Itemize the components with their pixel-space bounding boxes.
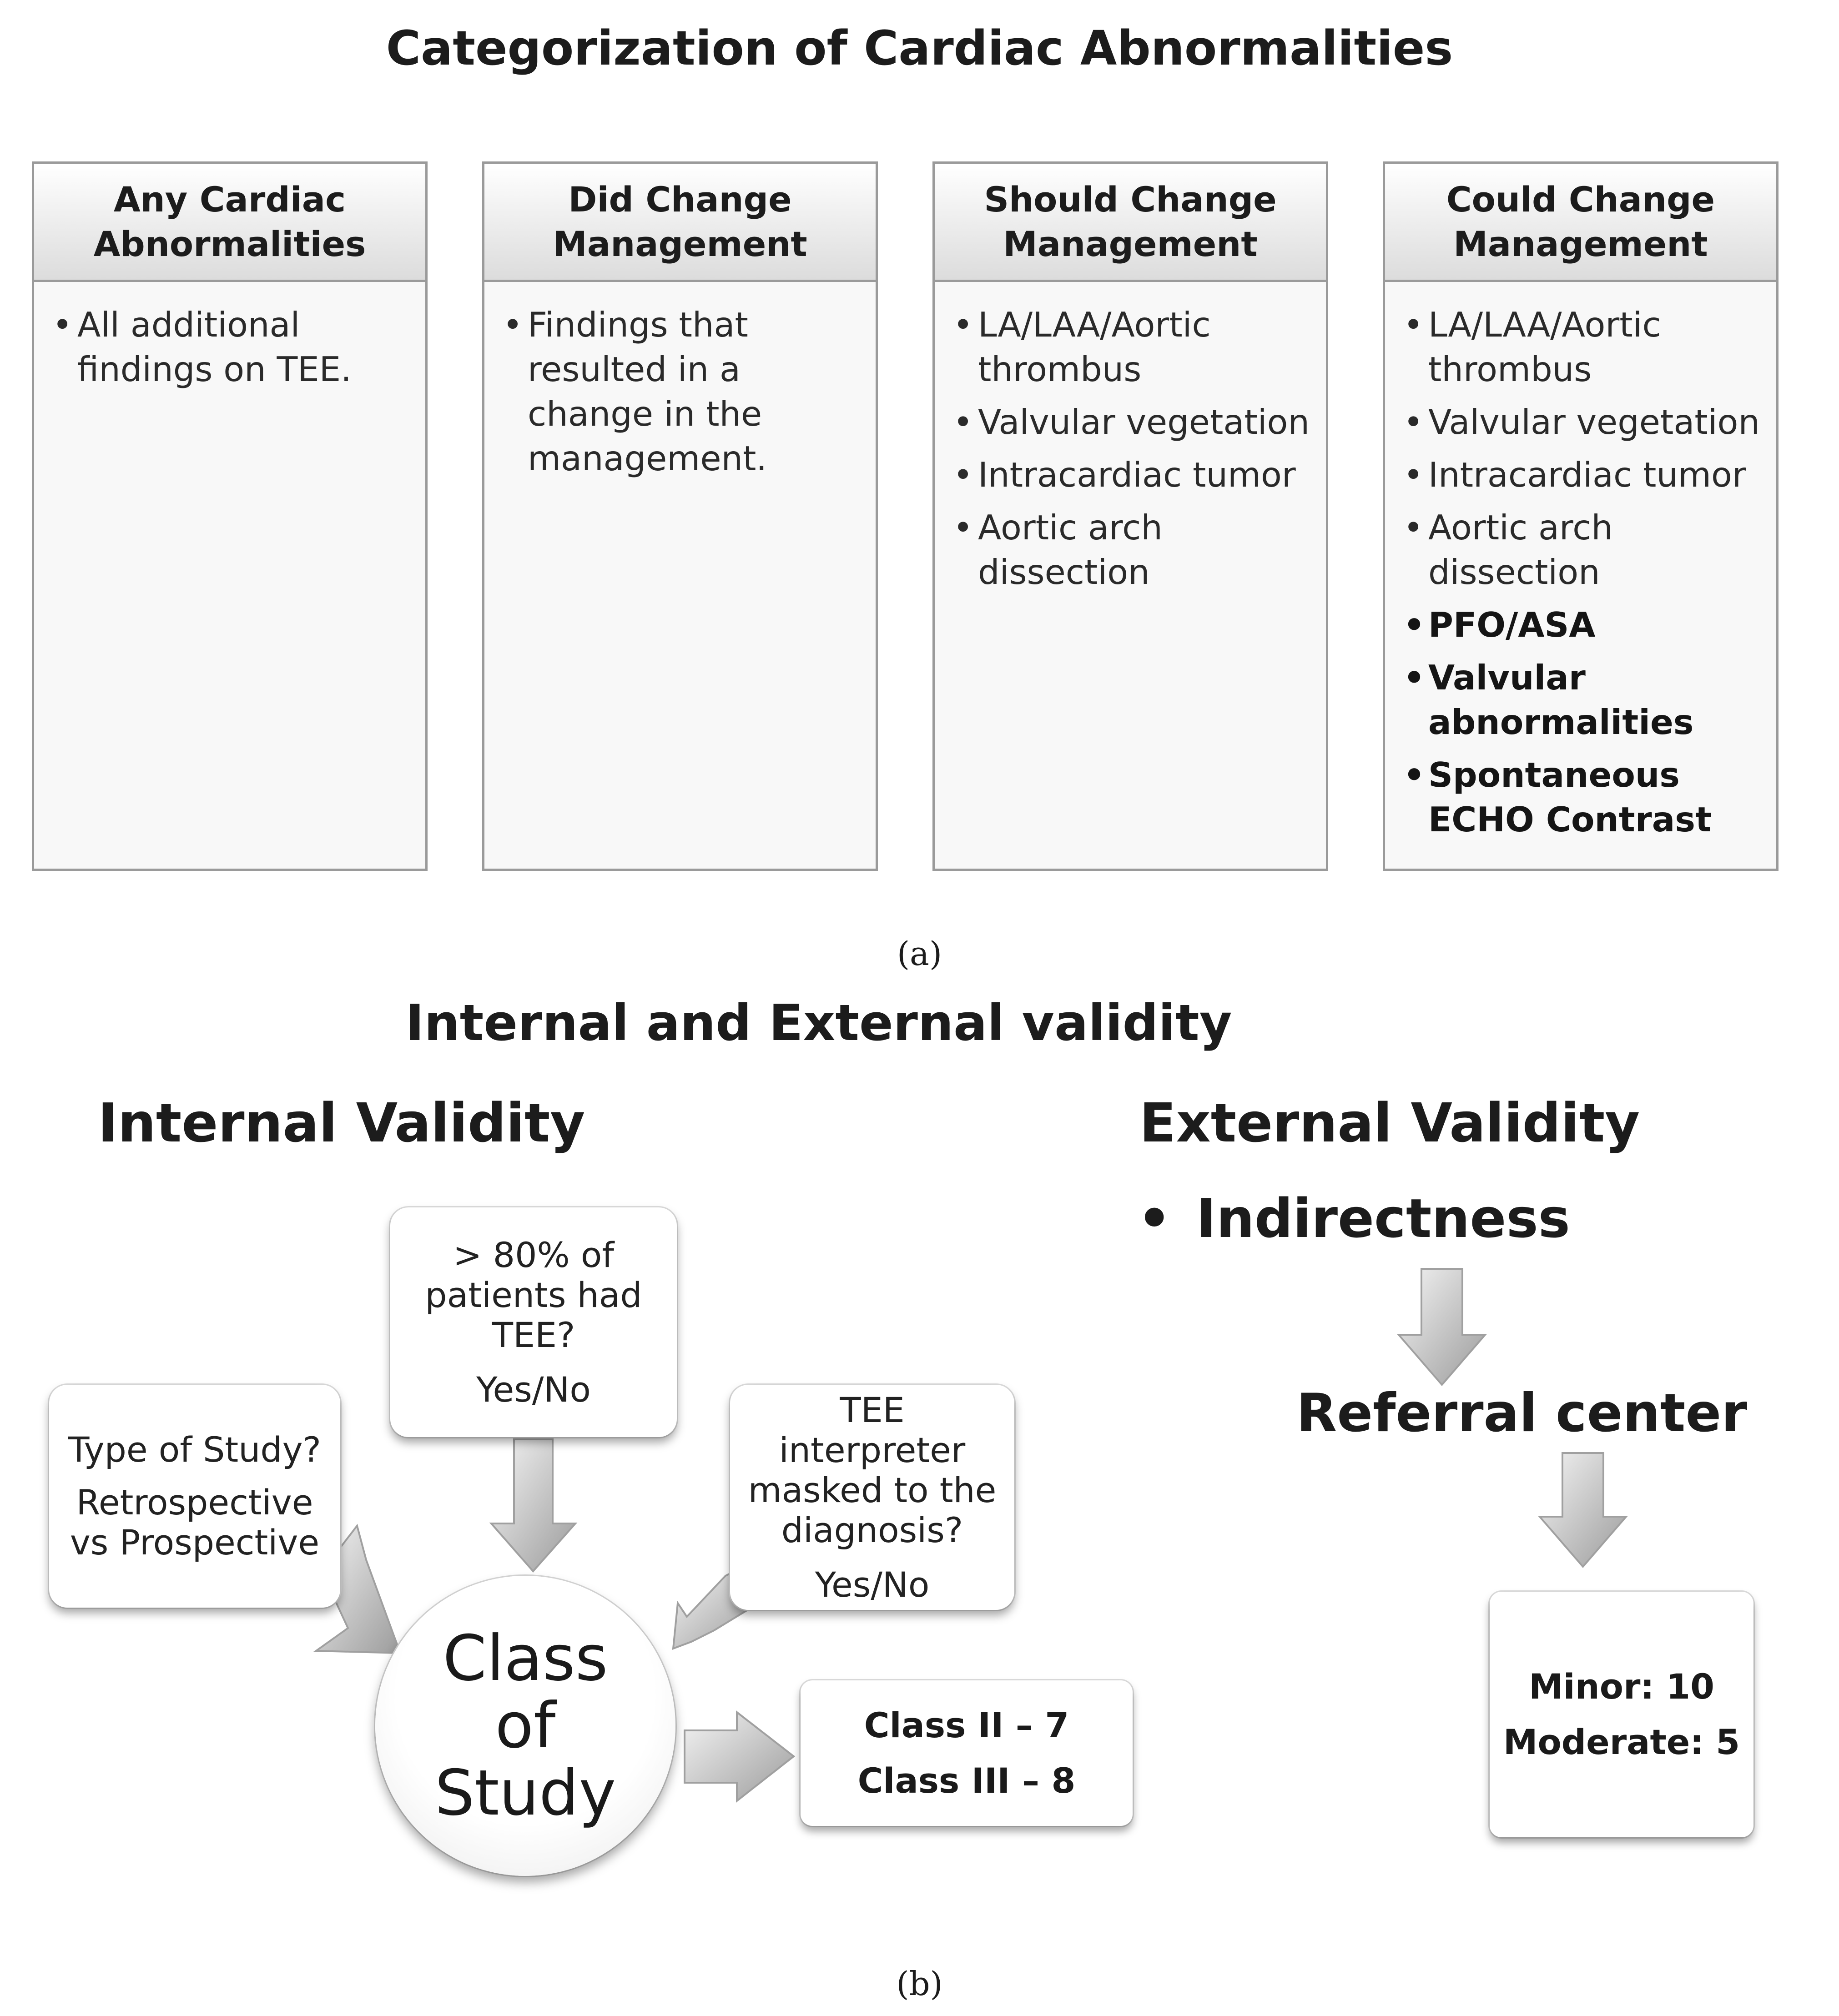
- circle-line: of: [495, 1689, 556, 1762]
- header-line: Management: [1003, 223, 1258, 264]
- header-line: Did Change: [568, 179, 792, 220]
- finding-item: Aortic arch dissection: [1403, 505, 1763, 594]
- study-type-question-box: Type of Study? Retrospective vs Prospect…: [49, 1385, 340, 1608]
- finding-item: LA/LAA/Aortic thrombus: [1403, 302, 1763, 392]
- column-header: Should Change Management: [935, 164, 1326, 282]
- figure-a-title: Categorization of Cardiac Abnormalities: [386, 20, 1453, 76]
- answer-options: Yes/No: [476, 1369, 591, 1410]
- header-line: Any Cardiac: [113, 179, 346, 220]
- question-line: patients had: [425, 1274, 642, 1315]
- indirectness-bullet: • Indirectness: [1137, 1187, 1570, 1250]
- bullet-text: Indirectness: [1196, 1187, 1570, 1250]
- header-line: Could Change: [1446, 179, 1715, 220]
- result-line: Class III – 8: [857, 1760, 1076, 1801]
- caption-a: (a): [897, 935, 942, 973]
- internal-validity-heading: Internal Validity: [98, 1091, 585, 1154]
- finding-item: Intracardiac tumor: [1403, 452, 1763, 497]
- bullet-icon: •: [1137, 1187, 1172, 1250]
- finding-item: Intracardiac tumor: [953, 452, 1312, 497]
- result-line: Minor: 10: [1528, 1666, 1715, 1707]
- question-line: diagnosis?: [781, 1509, 963, 1550]
- column-header: Any Cardiac Abnormalities: [34, 164, 425, 282]
- finding-item: Findings that resulted in a change in th…: [503, 302, 862, 481]
- header-line: Should Change: [984, 179, 1277, 220]
- finding-list: All additional findings on TEE.: [34, 282, 425, 392]
- category-column-should-change: Should Change Management LA/LAA/Aortic t…: [932, 161, 1328, 871]
- question-line: masked to the: [748, 1469, 997, 1510]
- header-line: Management: [1453, 223, 1708, 264]
- finding-item: Aortic arch dissection: [953, 505, 1312, 594]
- column-header: Did Change Management: [484, 164, 876, 282]
- finding-item: Valvular vegetation: [953, 400, 1312, 444]
- circle-line: Class: [443, 1622, 608, 1695]
- question-line: TEE?: [492, 1314, 575, 1355]
- arrow-down-icon: [1396, 1268, 1487, 1387]
- referral-center-label: Referral center: [1296, 1383, 1748, 1444]
- category-column-any: Any Cardiac Abnormalities All additional…: [32, 161, 428, 871]
- caption-b: (b): [896, 1965, 943, 2003]
- question-line: Retrospective: [76, 1482, 313, 1523]
- answer-options: Yes/No: [815, 1564, 930, 1605]
- masked-interpreter-question-box: TEE interpreter masked to the diagnosis?…: [730, 1385, 1014, 1610]
- question-line: vs Prospective: [70, 1522, 320, 1563]
- category-column-could-change: Could Change Management LA/LAA/Aortic th…: [1383, 161, 1779, 871]
- question-line: Type of Study?: [68, 1429, 321, 1470]
- finding-item: LA/LAA/Aortic thrombus: [953, 302, 1312, 392]
- column-header: Could Change Management: [1385, 164, 1776, 282]
- result-line: Class II – 7: [864, 1705, 1069, 1745]
- finding-item: Spontaneous ECHO Contrast: [1403, 753, 1763, 842]
- finding-list: LA/LAA/Aortic thrombusValvular vegetatio…: [935, 282, 1326, 594]
- finding-item: PFO/ASA: [1403, 603, 1763, 647]
- header-line: Abnormalities: [93, 223, 366, 264]
- category-column-did-change: Did Change Management Findings that resu…: [482, 161, 878, 871]
- indirectness-result-box: Minor: 10 Moderate: 5: [1490, 1592, 1753, 1837]
- question-line: TEE interpreter: [779, 1389, 966, 1470]
- external-validity-heading: External Validity: [1139, 1091, 1640, 1154]
- circle-line: Study: [434, 1756, 616, 1830]
- figure-b-title: Internal and External validity: [405, 994, 1232, 1052]
- header-line: Management: [553, 223, 807, 264]
- finding-item: All additional findings on TEE.: [52, 302, 412, 392]
- arrow-down-icon: [1537, 1452, 1628, 1569]
- finding-list: Findings that resulted in a change in th…: [484, 282, 876, 481]
- tee-percentage-question-box: > 80% of patients had TEE? Yes/No: [390, 1207, 677, 1437]
- arrow-down-icon: [489, 1438, 578, 1573]
- finding-list: LA/LAA/Aortic thrombusValvular vegetatio…: [1385, 282, 1776, 842]
- class-of-study-circle: Class of Study: [375, 1576, 675, 1876]
- class-result-box: Class II – 7 Class III – 8: [801, 1680, 1133, 1826]
- arrow-right-icon: [684, 1710, 796, 1803]
- question-line: > 80% of: [453, 1234, 615, 1275]
- finding-item: Valvular vegetation: [1403, 400, 1763, 444]
- result-line: Moderate: 5: [1503, 1722, 1740, 1762]
- finding-item: Valvular abnormalities: [1403, 655, 1763, 744]
